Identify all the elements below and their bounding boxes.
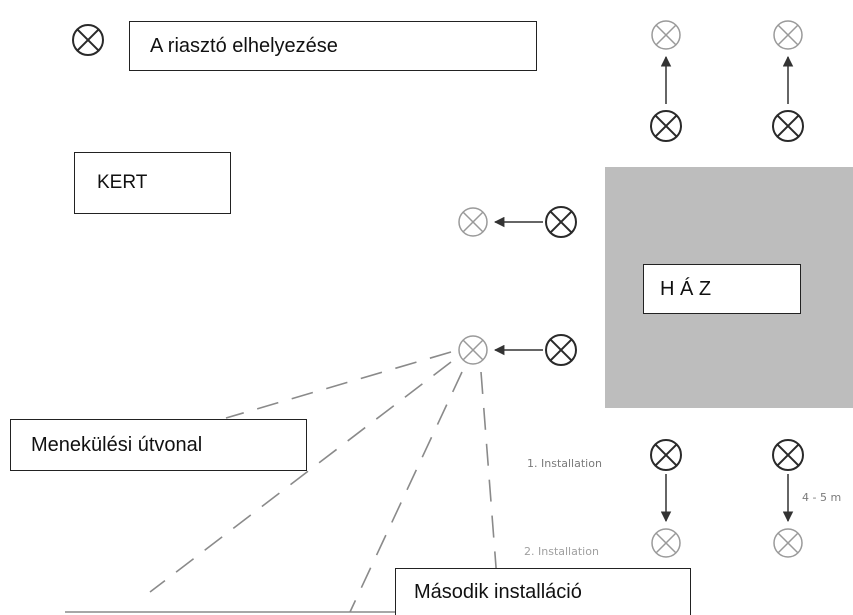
dark-marker-left-lower-icon xyxy=(545,334,577,366)
relocation-arrows xyxy=(493,55,794,523)
light-marker-top-left-icon xyxy=(651,20,681,50)
legend-label: A riasztó elhelyezése xyxy=(129,21,537,71)
dark-marker-bottom-right-icon xyxy=(772,439,804,471)
dark-marker-top-left-icon xyxy=(650,110,682,142)
garden-label: KERT xyxy=(74,152,231,214)
light-marker-top-right-icon xyxy=(773,20,803,50)
installation-2-caption: 2. Installation xyxy=(524,545,599,558)
escape-route-lines xyxy=(149,351,498,613)
light-marker-left-upper-icon xyxy=(458,207,488,237)
escape-line-4 xyxy=(480,371,498,581)
dark-marker-bottom-left-icon xyxy=(650,439,682,471)
light-marker-left-lower-icon xyxy=(458,335,488,365)
new-position-markers xyxy=(458,20,803,558)
escape-line-2 xyxy=(149,361,452,593)
dark-marker-left-upper-icon xyxy=(545,206,577,238)
escape-route-label: Menekülési útvonal xyxy=(10,419,307,471)
distance-caption: 4 - 5 m xyxy=(802,491,842,504)
dark-marker-top-right-icon xyxy=(772,110,804,142)
legend-marker-icon xyxy=(72,24,104,56)
second-installation-label: Második installáció xyxy=(395,568,691,615)
house-label: H Á Z xyxy=(643,264,801,314)
escape-line-3 xyxy=(349,371,463,613)
original-position-markers xyxy=(545,110,804,471)
light-marker-bottom-right-icon xyxy=(773,528,803,558)
escape-line-1 xyxy=(225,351,452,419)
installation-1-caption: 1. Installation xyxy=(527,457,602,470)
light-marker-bottom-left-icon xyxy=(651,528,681,558)
